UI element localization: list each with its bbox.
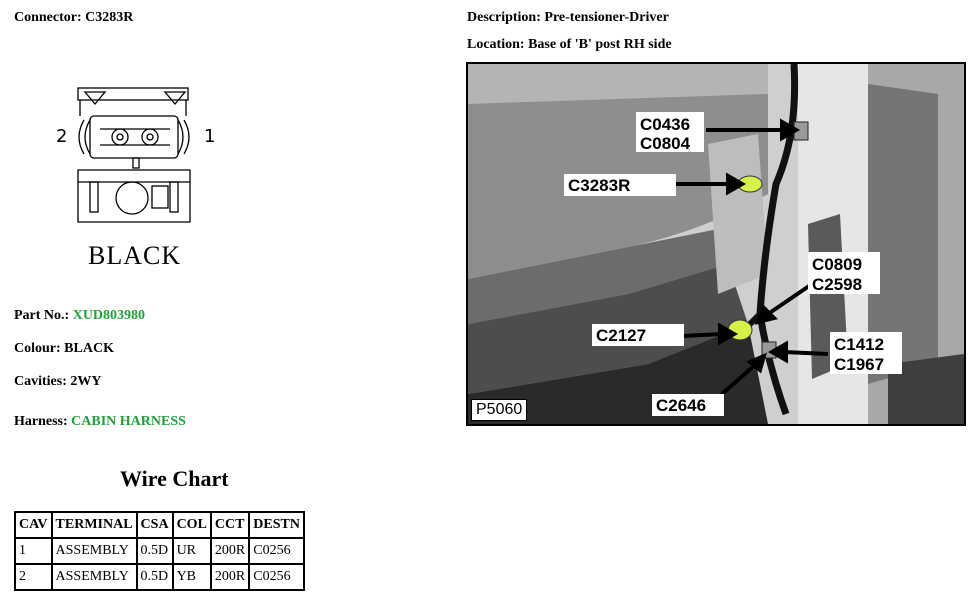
pin-label-right: 1	[204, 126, 215, 147]
header-cct: CCT	[209, 511, 251, 539]
cell-cav: 1	[14, 537, 53, 565]
cell-csa: 0.5D	[135, 537, 174, 565]
part-no-link[interactable]: XUD803980	[72, 308, 146, 323]
location-label: Location:	[467, 37, 525, 52]
header-terminal: TERMINAL	[50, 511, 138, 539]
callout-c1412: C1412	[834, 335, 884, 354]
header-destn: DESTN	[248, 511, 305, 539]
header-col: COL	[171, 511, 212, 539]
callout-c0436: C0436	[640, 115, 690, 134]
cavities-field: Cavities: 2WY	[14, 374, 102, 390]
callout-c1967: C1967	[834, 355, 884, 374]
photo-reference-number: P5060	[471, 399, 528, 421]
cell-destn: C0256	[248, 537, 305, 565]
location-field: Location: Base of 'B' post RH side	[467, 37, 672, 53]
wire-chart-title: Wire Chart	[120, 466, 229, 491]
harness-label: Harness:	[14, 414, 68, 429]
pin-label-left: 2	[56, 126, 67, 147]
cell-csa: 0.5D	[135, 563, 174, 591]
cavities-value: 2WY	[70, 374, 102, 389]
callout-c3283r: C3283R	[568, 176, 630, 195]
table-header-row: CAV TERMINAL CSA COL CCT DESTN	[14, 511, 305, 539]
part-no-field: Part No.: XUD803980	[14, 308, 145, 324]
colour-field: Colour: BLACK	[14, 341, 114, 357]
cell-cav: 2	[14, 563, 53, 591]
cell-col: YB	[171, 563, 212, 591]
part-no-label: Part No.:	[14, 308, 70, 323]
header-csa: CSA	[135, 511, 174, 539]
callout-c0804: C0804	[640, 134, 691, 153]
colour-value: BLACK	[64, 341, 114, 356]
cell-col: UR	[171, 537, 212, 565]
location-photo: C0436 C0804 C3283R C0809 C2598 C2127 C14…	[466, 62, 966, 426]
description-value: Pre-tensioner-Driver	[544, 10, 669, 25]
connector-face-diagram: 2 1	[56, 87, 215, 223]
cell-cct: 200R	[209, 563, 251, 591]
table-row: 2 ASSEMBLY 0.5D YB 200R C0256	[14, 563, 305, 591]
diagram-color-caption: BLACK	[88, 241, 182, 270]
cell-cct: 200R	[209, 537, 251, 565]
location-photo-illustration: C0436 C0804 C3283R C0809 C2598 C2127 C14…	[468, 64, 964, 424]
harness-field: Harness: CABIN HARNESS	[14, 414, 186, 430]
description-label: Description:	[467, 10, 541, 25]
cell-terminal: ASSEMBLY	[50, 563, 138, 591]
callout-c2598: C2598	[812, 275, 862, 294]
connector-field: Connector: C3283R	[14, 10, 133, 26]
harness-link[interactable]: CABIN HARNESS	[71, 414, 186, 429]
header-cav: CAV	[14, 511, 53, 539]
description-field: Description: Pre-tensioner-Driver	[467, 10, 669, 26]
connector-value: C3283R	[85, 10, 134, 25]
cell-destn: C0256	[248, 563, 305, 591]
cavities-label: Cavities:	[14, 374, 67, 389]
callout-c0809: C0809	[812, 255, 862, 274]
callout-c2127: C2127	[596, 326, 646, 345]
colour-label: Colour:	[14, 341, 61, 356]
wire-chart-table: CAV TERMINAL CSA COL CCT DESTN 1 ASSEMBL…	[14, 511, 305, 591]
callout-c2646: C2646	[656, 396, 706, 415]
location-value: Base of 'B' post RH side	[528, 37, 672, 52]
cell-terminal: ASSEMBLY	[50, 537, 138, 565]
table-row: 1 ASSEMBLY 0.5D UR 200R C0256	[14, 537, 305, 565]
connector-label: Connector:	[14, 10, 82, 25]
